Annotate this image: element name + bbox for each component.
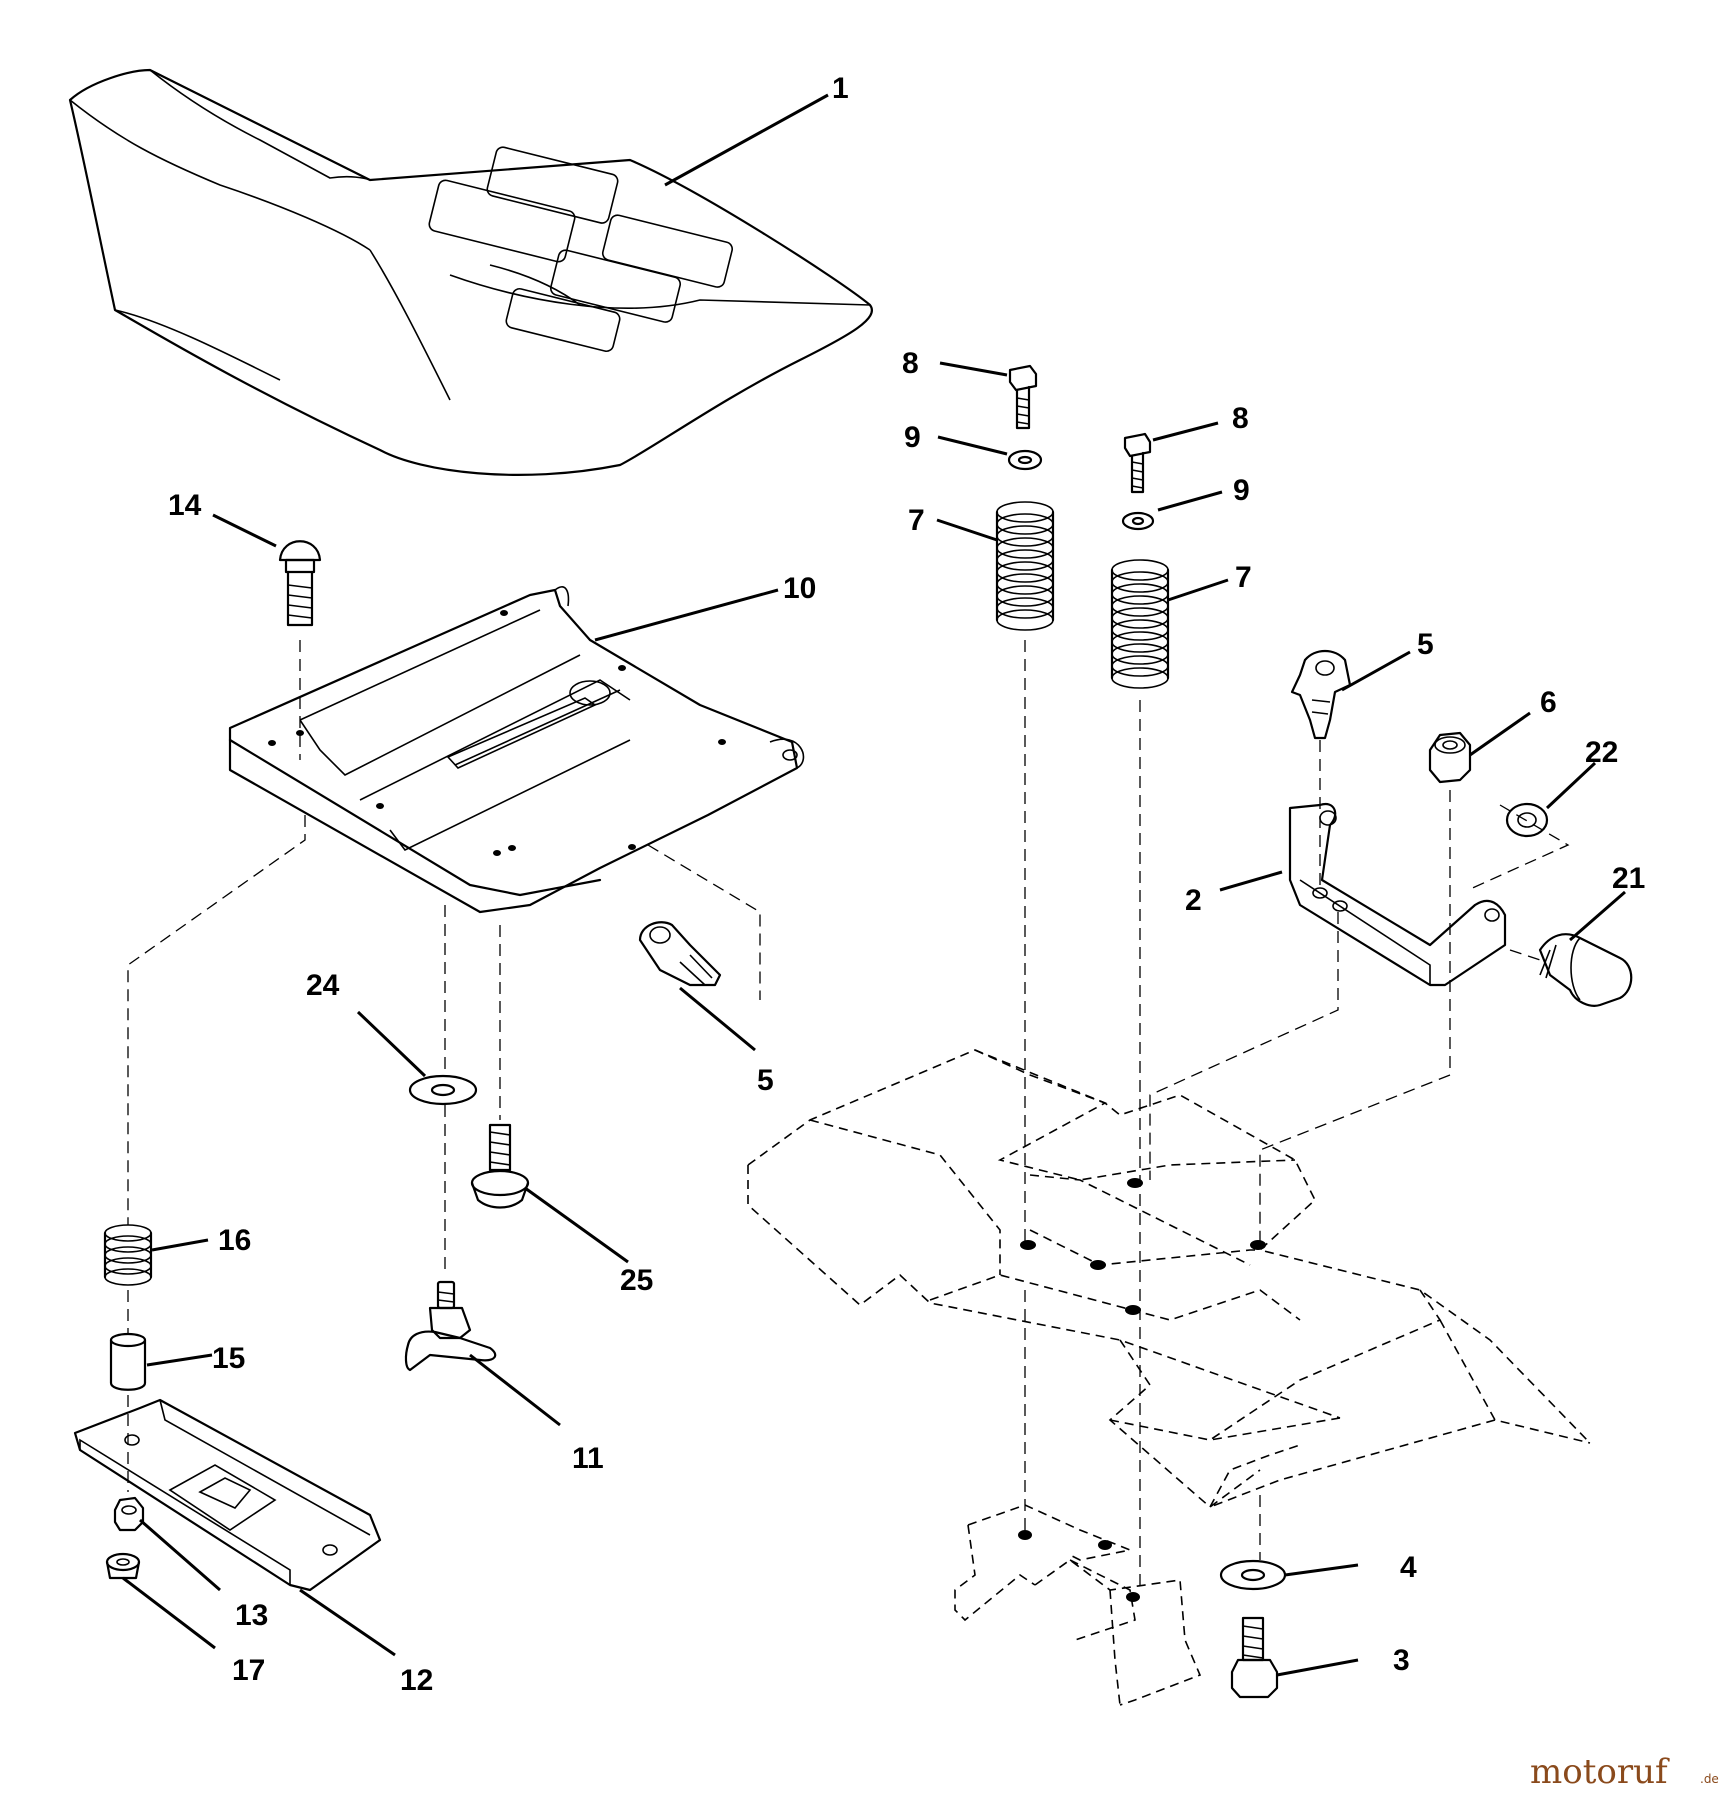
bolt-part-25 [470,1123,530,1209]
bolt-part-8-left [1008,364,1038,430]
carriage-bolt-part-14 [278,540,322,627]
bolt-part-3 [1230,1616,1279,1699]
callout-7-right: 7 [1235,561,1252,594]
callout-22: 22 [1585,736,1618,769]
watermark: motoruf .de [1530,1752,1719,1792]
spring-part-16 [103,1224,153,1286]
callout-8-left: 8 [902,347,919,380]
leader-lines [122,93,1626,1677]
callout-6: 6 [1540,686,1557,719]
callout-21: 21 [1612,862,1645,895]
tractor-frame-outline [747,1049,1591,1509]
bolt-part-8-right [1123,432,1152,494]
switch-part-5-upper [1290,649,1352,740]
nut-part-13 [113,1496,145,1532]
callout-13: 13 [235,1599,268,1632]
callout-5-lower: 5 [757,1064,774,1097]
watermark-suffix: .de [1700,1772,1719,1786]
callout-11: 11 [572,1442,604,1475]
callout-7-left: 7 [908,504,925,537]
callout-25: 25 [620,1264,653,1297]
nut-part-17 [105,1552,141,1580]
callout-3: 3 [1393,1644,1410,1677]
mount-bracket-outline [954,1504,1202,1706]
watermark-text: motoruf [1530,1752,1670,1792]
knob-bolt-part-21 [1538,933,1633,1007]
switch-part-5-lower [638,921,722,987]
washer-part-4 [1219,1559,1287,1591]
seat-part-1 [68,68,873,476]
callout-16: 16 [218,1224,251,1257]
callout-5-upper: 5 [1417,628,1434,661]
callout-24: 24 [306,969,340,1002]
spring-part-7-right [1110,559,1170,689]
callout-15: 15 [212,1342,245,1375]
nut-part-22 [1505,802,1549,838]
nut-part-6 [1428,731,1472,784]
callout-labels: 1 14 10 8 9 7 8 9 7 5 6 22 2 21 24 5 25 … [168,72,1645,1697]
washer-part-9-right [1121,511,1155,531]
callout-10: 10 [783,572,816,605]
callout-17: 17 [232,1654,265,1687]
callout-12: 12 [400,1664,433,1697]
callout-8-right: 8 [1232,402,1249,435]
callout-9-left: 9 [904,421,921,454]
callout-1: 1 [832,72,849,105]
callout-4: 4 [1400,1551,1417,1584]
knob-part-11 [404,1280,497,1372]
spacer-part-15 [109,1332,147,1391]
spring-part-7-left [995,501,1055,631]
seat-pan-part-10 [228,586,805,914]
callout-9-right: 9 [1233,474,1250,507]
bracket-part-2 [1288,802,1507,987]
callout-14: 14 [168,489,202,522]
slide-plate-part-12 [73,1398,382,1592]
washer-part-24 [408,1074,478,1106]
washer-part-9-left [1007,449,1043,471]
callout-2: 2 [1185,884,1202,917]
assembly-guide-lines [127,640,1570,1590]
